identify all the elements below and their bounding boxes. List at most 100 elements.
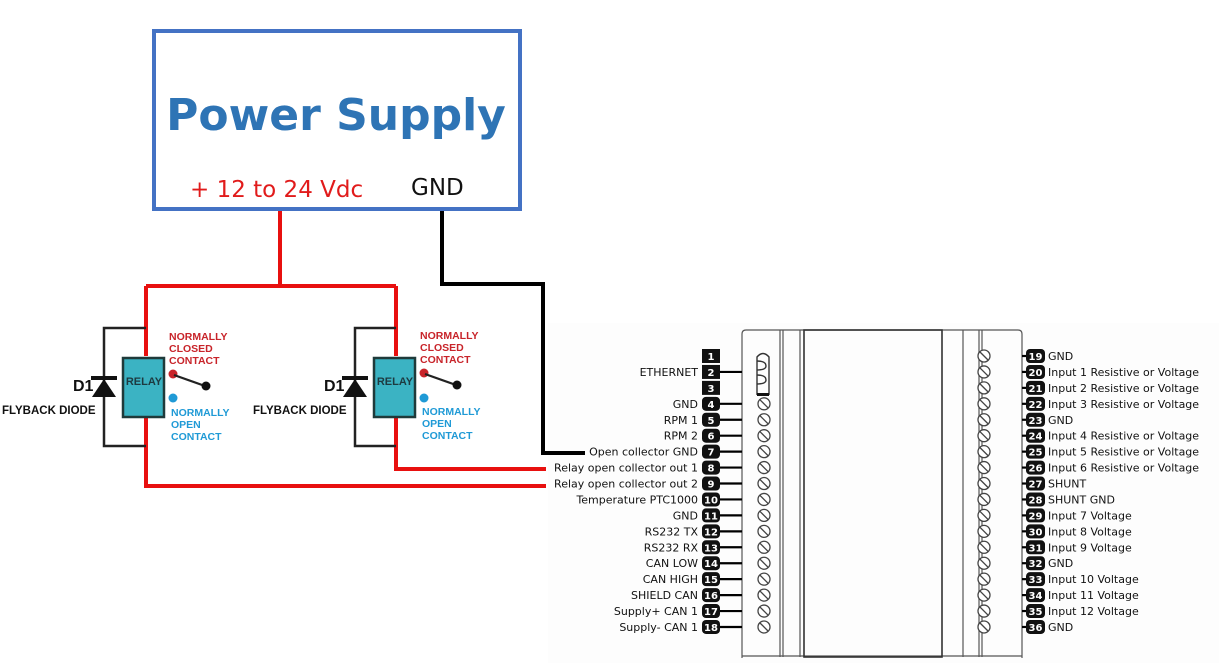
power-supply-ground-label: GND [411, 175, 464, 201]
screw-slot [979, 526, 989, 536]
power-supply-box [152, 29, 522, 211]
pin-label: Input 4 Resistive or Voltage [1048, 430, 1199, 443]
pin-number-badge [702, 619, 720, 634]
switch-arm [424, 372, 457, 387]
diode-triangle-icon [92, 379, 116, 397]
pin-number: 10 [704, 495, 718, 506]
screw-slot [979, 574, 989, 584]
pin-number-badge [1026, 364, 1045, 379]
pin-number-badge [702, 444, 720, 459]
pin-number: 34 [1029, 591, 1043, 602]
screw-slot [979, 431, 989, 441]
pin-label: GND [1048, 414, 1073, 427]
screw-slot [979, 399, 989, 409]
screw-slot [759, 622, 769, 632]
pin-number-badge [702, 588, 720, 603]
pin-label: Input 9 Voltage [1048, 541, 1132, 554]
pin-label: Input 11 Voltage [1048, 589, 1139, 602]
pin-number: 31 [1029, 543, 1043, 554]
screw-slot [759, 415, 769, 425]
pin-label: Input 12 Voltage [1048, 605, 1139, 618]
pin-label: Input 10 Voltage [1048, 573, 1139, 586]
pin-label: GND [673, 509, 698, 522]
pin-number-badge [1026, 349, 1045, 363]
diode-label: FLYBACK DIODE [2, 405, 96, 417]
pin-number: 27 [1029, 480, 1043, 491]
module-panel-background [548, 323, 1219, 663]
relay-label: RELAY [126, 376, 163, 388]
pin-label: ETHERNET [640, 366, 699, 379]
pin-number: 3 [708, 384, 715, 395]
pin-number: 30 [1029, 527, 1043, 538]
pin-label: Input 5 Resistive or Voltage [1048, 446, 1199, 459]
pin-number-badge [1026, 428, 1045, 443]
screw-slot [979, 622, 989, 632]
relay-label: RELAY [377, 376, 414, 388]
no-contact-dot [419, 393, 429, 403]
ethernet-slot-2 [756, 374, 767, 385]
pin-number: 19 [1029, 352, 1043, 363]
pin-number-badge [1026, 380, 1045, 395]
pin-number: 9 [708, 480, 715, 491]
pin-number-badge [702, 396, 720, 411]
pin-row: 30 Input 8 Voltage [977, 524, 1132, 539]
relay2-to-pin8-wire [394, 418, 546, 471]
pin-label: GND [1048, 350, 1073, 363]
pin-label: GND [1048, 621, 1073, 634]
nc-label-line1: NORMALLY [169, 331, 228, 343]
pin-number-badge [1026, 412, 1045, 427]
screw-slot [979, 351, 989, 361]
pin-label: SHUNT GND [1048, 493, 1115, 506]
power-supply-positive-label: + 12 to 24 Vdc [190, 177, 363, 203]
pin-row: 3 [702, 380, 720, 395]
pin-number-badge [1026, 588, 1045, 603]
pin-number-badge [1026, 460, 1045, 475]
pin-number: 15 [704, 575, 718, 586]
pin-number: 11 [704, 511, 718, 522]
pin-number: 1 [708, 352, 715, 363]
pin-number: 33 [1029, 575, 1043, 586]
pin-row: 34 Input 11 Voltage [977, 588, 1139, 603]
ground-wire [440, 211, 585, 455]
pin-row: 31 Input 9 Voltage [977, 540, 1132, 555]
screw-slot [759, 558, 769, 568]
pin-label: SHUNT [1048, 478, 1087, 491]
nc-label-line2: CLOSED [169, 343, 213, 355]
screw-slot [979, 510, 989, 520]
pin-number-badge [702, 428, 720, 443]
pin-number: 29 [1029, 511, 1043, 522]
relay-coil-box [372, 356, 417, 419]
pin-number-badge [702, 364, 720, 379]
pin-label: Input 7 Voltage [1048, 509, 1132, 522]
diode-ref-label: D1 [73, 378, 94, 395]
pin-number: 28 [1029, 495, 1043, 506]
pin-label: Input 8 Voltage [1048, 525, 1132, 538]
pin-number: 18 [704, 623, 718, 634]
pin-label: RPM 1 [664, 414, 698, 427]
nc-label-line3: CONTACT [420, 354, 471, 366]
ethernet-bar [757, 393, 769, 396]
relay-2: D1 FLYBACK DIODE RELAY NORMALLY CLOSED C… [253, 326, 481, 448]
pin-number: 7 [708, 448, 715, 459]
screw-slot [759, 590, 769, 600]
screw-slot [759, 431, 769, 441]
ethernet-slot-1 [756, 360, 767, 371]
screw-slot [759, 495, 769, 504]
pin-number-badge [702, 349, 720, 363]
pin-number: 36 [1029, 623, 1043, 634]
screw-slot [979, 479, 989, 488]
pin-label: SHIELD CAN [631, 589, 698, 602]
pin-number-badge [1026, 556, 1045, 571]
